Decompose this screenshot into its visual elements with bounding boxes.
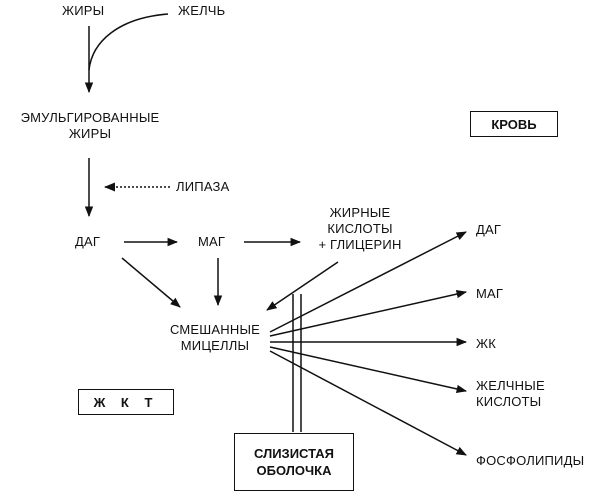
output-mag: МАГ [476,286,504,301]
node-emulsified-fats: ЭМУЛЬГИРОВАННЫЕ ЖИРЫ [0,110,180,142]
arrow-fatty-acids-to-micelles [266,261,339,311]
box-gi-tract-label: Ж К Т [93,394,159,410]
node-fatty-acids-line1: ЖИРНЫЕ [329,205,391,220]
box-mucosa-line1: СЛИЗИСТАЯ [254,446,334,461]
box-blood-label: КРОВЬ [491,116,537,132]
output-bile-acids-line2: КИСЛОТЫ [476,394,542,409]
node-emulsified-line2: ЖИРЫ [68,126,112,141]
node-dag: ДАГ [75,234,101,249]
node-fats: ЖИРЫ [62,3,105,18]
node-micelles-line1: СМЕШАННЫЕ [169,322,261,337]
box-blood: КРОВЬ [470,111,558,137]
node-fatty-acids-line3: + ГЛИЦЕРИН [318,237,402,252]
arrow-out-mag [269,289,468,337]
node-mag: МАГ [198,234,226,249]
node-fatty-acids-line2: КИСЛОТЫ [327,221,393,236]
node-bile: ЖЕЛЧЬ [178,3,226,18]
box-mucosa: СЛИЗИСТАЯ ОБОЛОЧКА [234,433,354,491]
arrow-out-bile-acids [269,346,468,394]
node-micelles-line2: МИЦЕЛЛЫ [180,338,250,353]
arrow-out-dag [269,231,467,333]
node-lipase: ЛИПАЗА [176,179,230,194]
output-bile-acids: ЖЕЛЧНЫЕ КИСЛОТЫ [476,378,545,410]
box-gi-tract: Ж К Т [78,389,174,415]
output-phospholipids: ФОСФОЛИПИДЫ [476,453,585,468]
curve-bile-joins [88,13,169,71]
output-fa: ЖК [476,336,496,351]
arrow-out-phospholipids [269,350,467,456]
output-dag: ДАГ [476,222,502,237]
output-bile-acids-line1: ЖЕЛЧНЫЕ [476,378,545,393]
node-mixed-micelles: СМЕШАННЫЕ МИЦЕЛЛЫ [140,322,290,354]
arrow-dag-to-micelles [121,257,181,308]
node-fatty-acids-glycerol: ЖИРНЫЕ КИСЛОТЫ + ГЛИЦЕРИН [298,205,422,253]
box-mucosa-line2: ОБОЛОЧКА [256,463,332,478]
node-emulsified-line1: ЭМУЛЬГИРОВАННЫЕ [20,110,160,125]
